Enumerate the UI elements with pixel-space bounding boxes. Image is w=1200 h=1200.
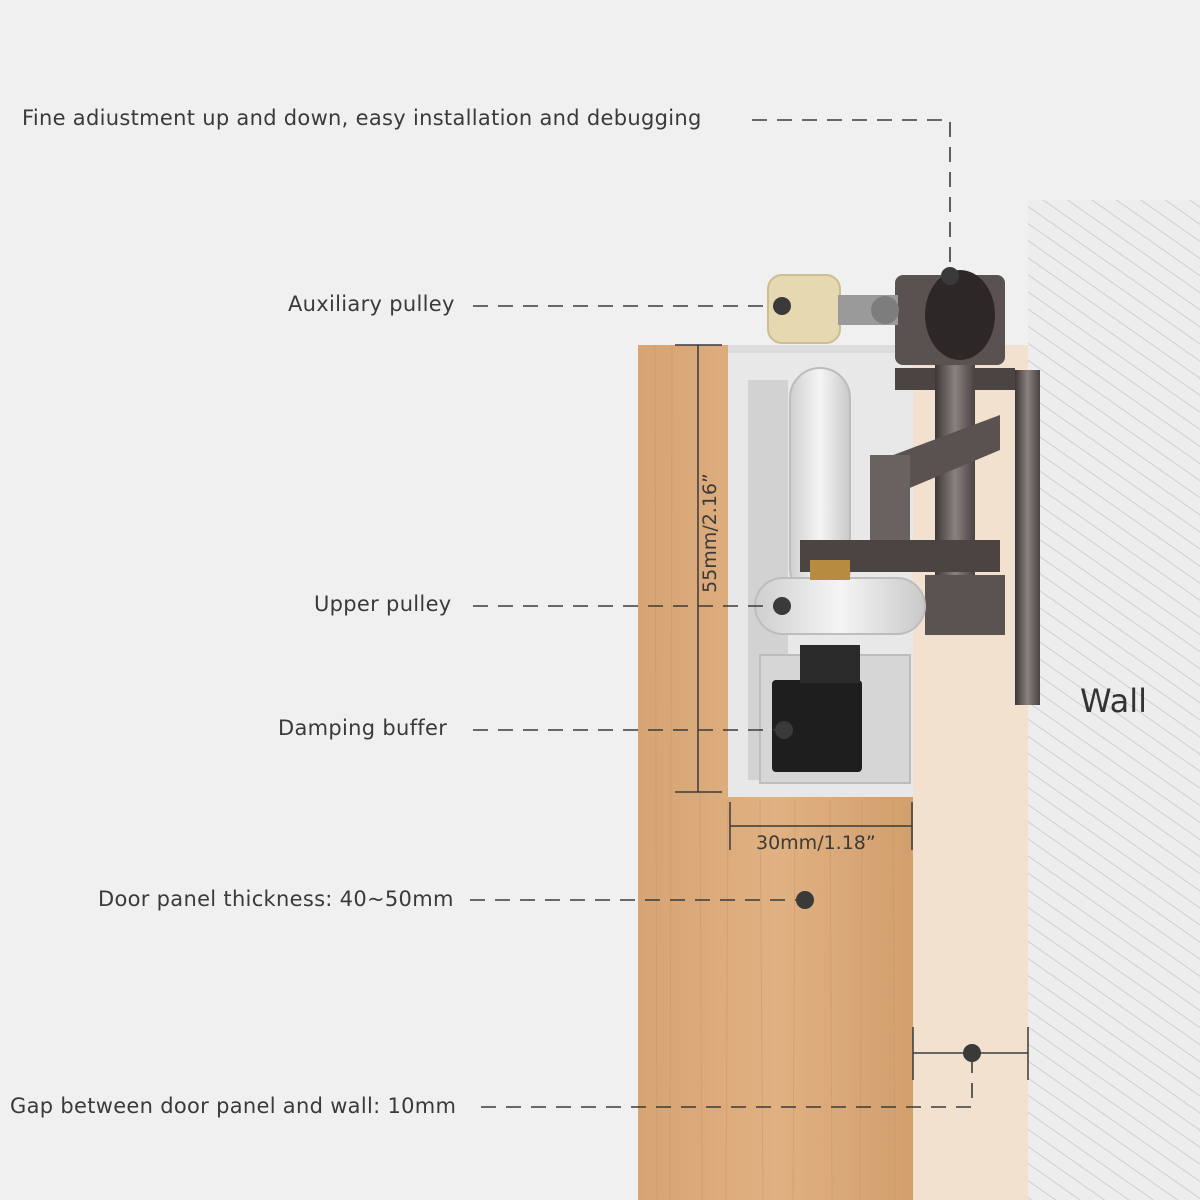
wood-grain	[654, 344, 896, 1200]
dimension-width	[729, 802, 913, 850]
dimension-height	[675, 344, 722, 793]
label-door-thickness: Door panel thickness: 40~50mm	[98, 887, 454, 911]
hanger-bracket	[800, 270, 1040, 705]
dot-damping-buffer	[775, 721, 793, 739]
label-wall: Wall	[1080, 682, 1147, 720]
label-fine-adjustment: Fine adiustment up and down, easy instal…	[22, 106, 702, 130]
upper-pulley	[754, 560, 926, 635]
wall	[1028, 200, 1200, 1200]
leader-gap	[481, 1053, 973, 1108]
auxiliary-pulley	[767, 274, 899, 344]
leader-dots	[773, 267, 981, 1062]
label-damping-buffer: Damping buffer	[278, 716, 448, 740]
damping-buffer	[772, 645, 862, 772]
dot-auxiliary-pulley	[773, 297, 791, 315]
dot-fine-adjustment	[941, 267, 959, 285]
label-auxiliary-pulley: Auxiliary pulley	[288, 292, 455, 316]
dot-upper-pulley	[773, 597, 791, 615]
leader-lines	[470, 119, 973, 1108]
dot-door-thickness	[796, 891, 814, 909]
label-upper-pulley: Upper pulley	[314, 592, 452, 616]
label-gap: Gap between door panel and wall: 10mm	[10, 1094, 457, 1118]
dimension-width-label: 30mm/1.18”	[756, 832, 876, 854]
leader-fine-adjustment	[752, 119, 951, 276]
dimension-height-label: 55mm/2.16”	[699, 473, 721, 593]
dot-gap	[963, 1044, 981, 1062]
